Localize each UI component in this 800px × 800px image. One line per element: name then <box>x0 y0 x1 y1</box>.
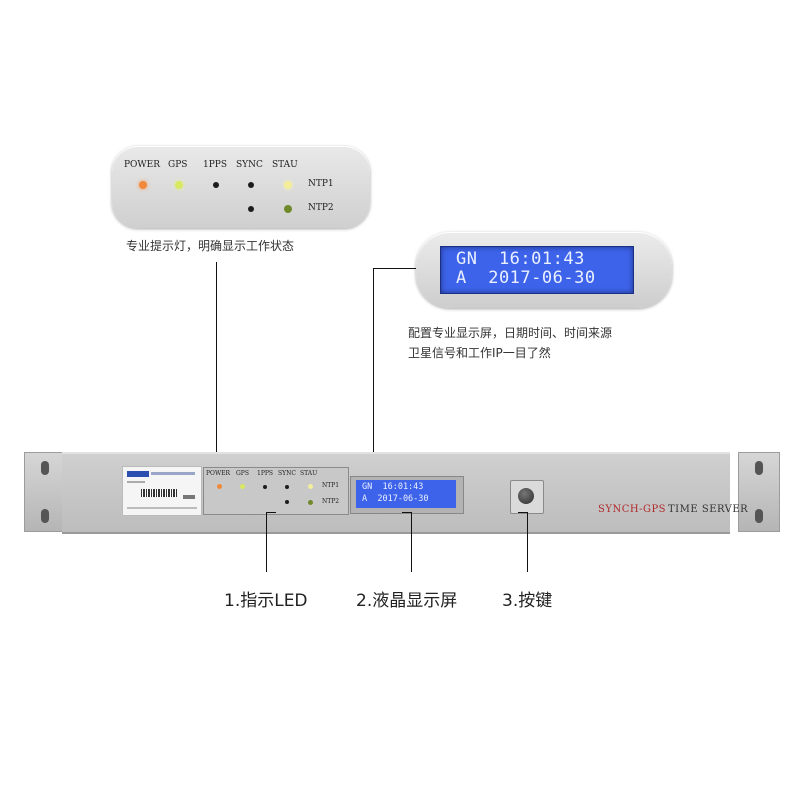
brand-subtitle: TIME SERVER <box>668 504 749 515</box>
led-leader-line <box>216 262 217 467</box>
stau-led <box>284 181 292 189</box>
1pps-led <box>213 182 219 188</box>
callout-led-line <box>266 512 267 572</box>
ntp-led-left <box>248 206 254 212</box>
device-lcd-line-1: GN 16:01:43 <box>362 482 424 492</box>
led-label-ntp1: NTP1 <box>308 179 334 189</box>
led-label-1pps: 1PPS <box>203 160 228 170</box>
device-led-label-stau: STAU <box>300 470 318 477</box>
lcd-caption-line-1: 配置专业显示屏，日期时间、时间来源 <box>408 326 613 340</box>
device-sync-led <box>285 485 289 489</box>
callout-key-label: 3.按键 <box>502 591 553 611</box>
device-led-label-sync: SYNC <box>278 470 296 477</box>
lcd-screen <box>440 246 634 294</box>
device-ntp2-led <box>308 500 313 505</box>
device-1pps-led <box>263 485 267 489</box>
callout-lcd-label: 2.液晶显示屏 <box>356 591 458 611</box>
device-led-label-1pps: 1PPS <box>257 470 274 477</box>
rack-ear-right <box>738 452 780 532</box>
led-label-power: POWER <box>124 160 161 170</box>
device-lcd-line-2: A 2017-06-30 <box>362 494 429 504</box>
led-label-sync: SYNC <box>236 160 263 170</box>
lcd-leader-line-h <box>373 268 416 269</box>
lcd-line-1: GN 16:01:43 <box>456 249 585 269</box>
callout-led-tick <box>266 512 276 513</box>
device-led-label-ntp1: NTP1 <box>322 482 340 489</box>
led-label-stau: STAU <box>272 160 298 170</box>
lcd-line-2: A 2017-06-30 <box>456 268 596 288</box>
callout-led-label: 1.指示LED <box>224 591 308 611</box>
led-panel-caption: 专业提示灯，明确显示工作状态 <box>126 239 295 253</box>
device-led-label-gps: GPS <box>236 470 249 477</box>
ntp2-led <box>284 205 292 213</box>
device-gps-led <box>240 484 245 489</box>
device-led-label-ntp2: NTP2 <box>322 498 340 505</box>
led-label-ntp2: NTP2 <box>308 203 334 213</box>
lcd-caption-line-2: 卫星信号和工作IP一目了然 <box>408 346 551 360</box>
led-indicator-panel <box>112 146 370 228</box>
device-led-label-power: POWER <box>206 470 231 477</box>
device-ntp-led-left <box>285 500 289 504</box>
device-lcd-screen <box>356 480 456 508</box>
device-stau-led <box>308 484 313 489</box>
lcd-leader-line-v <box>373 268 374 480</box>
sync-led <box>248 182 254 188</box>
callout-key-line <box>527 512 528 572</box>
callout-key-tick <box>518 512 528 513</box>
brand-name: SYNCH-GPS <box>598 504 667 515</box>
callout-lcd-line <box>411 512 412 572</box>
rack-ear-left <box>24 452 66 532</box>
product-label-card <box>122 466 202 516</box>
gps-led <box>175 181 183 189</box>
power-led <box>139 181 147 189</box>
led-label-gps: GPS <box>168 160 188 170</box>
device-led-area <box>203 467 349 515</box>
device-power-led <box>217 484 222 489</box>
callout-lcd-tick <box>402 512 412 513</box>
device-key-button[interactable] <box>518 488 534 504</box>
